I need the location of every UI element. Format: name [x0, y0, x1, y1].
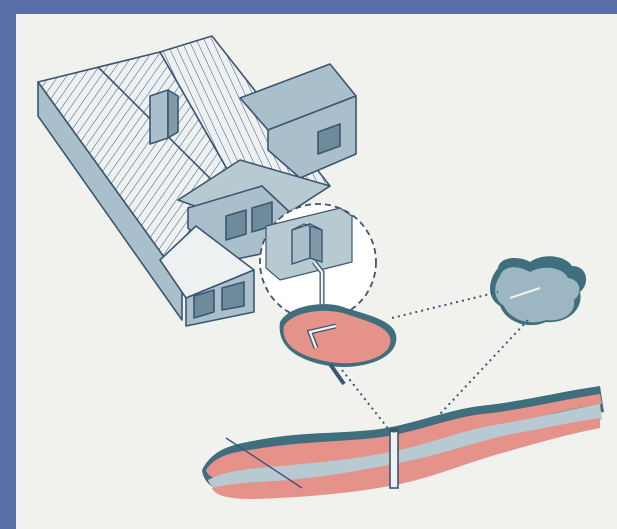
well-cap	[389, 427, 399, 433]
front-window-a	[225, 209, 247, 241]
aquifer-layer-pink-top	[206, 394, 602, 481]
right-wing-wall	[267, 95, 357, 179]
pond-water	[495, 267, 580, 323]
aquifer	[202, 386, 604, 499]
connector-to-pond	[391, 291, 499, 319]
vertical-pipe	[328, 362, 346, 386]
right-wing-window	[317, 123, 341, 155]
porch-window-a	[193, 289, 215, 319]
aquifer-layer-blue	[208, 404, 602, 495]
pond	[490, 256, 587, 326]
heat-pump-top	[291, 223, 323, 231]
porch-window-b	[221, 281, 245, 311]
connector-pond-to-aquifer	[439, 319, 529, 415]
heat-pump-front	[291, 223, 311, 265]
ground-loop-soil	[283, 310, 391, 364]
chimney	[149, 89, 169, 145]
pond-pipe	[509, 287, 541, 299]
aquifer-pipe-line	[225, 437, 303, 489]
well-casing-icon	[389, 429, 399, 489]
chimney-side	[167, 89, 179, 139]
inset-magnifier	[259, 203, 377, 350]
aquifer-layer-pink-bottom	[212, 418, 600, 499]
connector-lines	[341, 291, 529, 437]
loop-pipe-inner	[308, 324, 337, 349]
connector-loop-to-aquifer	[341, 369, 395, 437]
ground-loop	[279, 304, 397, 386]
main-wall-front	[37, 81, 183, 321]
